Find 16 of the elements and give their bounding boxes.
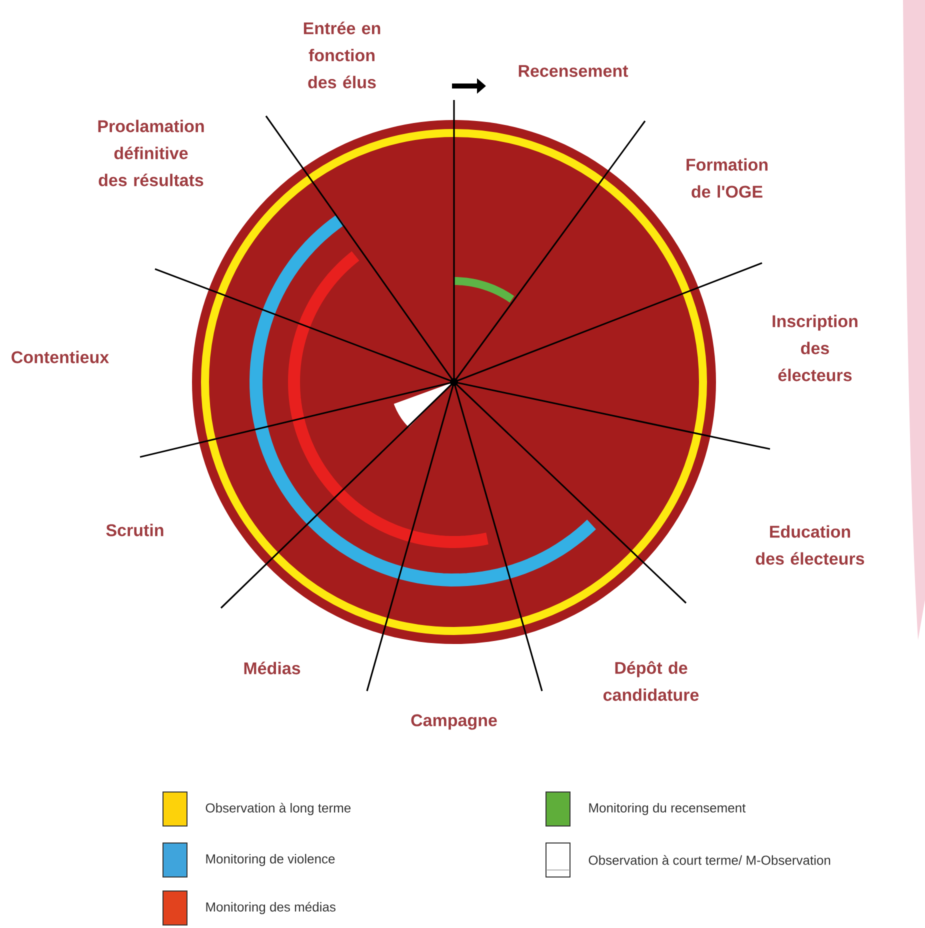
segment-label: Entrée en fonction des élus — [304, 22, 380, 88]
segment-label: Scrutin — [106, 524, 164, 536]
legend-label: Monitoring des médias — [206, 902, 336, 914]
segment-label: Médias — [244, 662, 300, 674]
legend-label: Monitoring de violence — [206, 854, 335, 866]
segment-label: Formation de l'OGE — [686, 158, 768, 198]
segment-label: Inscription des électeurs — [772, 314, 858, 382]
segment-label: Recensement — [518, 65, 628, 77]
legend-label: Observation à court terme/ M-Observation — [588, 855, 830, 865]
legend-label: Observation à long terme — [206, 802, 351, 816]
segment-label: Proclamation définitive des résultats — [98, 120, 204, 186]
segment-label: Contentieux — [12, 350, 109, 364]
legend-label: Monitoring du recensement — [589, 802, 746, 816]
segment-label: Education des électeurs — [756, 525, 864, 565]
segment-label: Campagne — [411, 714, 497, 730]
segment-label: Dépôt de candidature — [603, 661, 699, 701]
